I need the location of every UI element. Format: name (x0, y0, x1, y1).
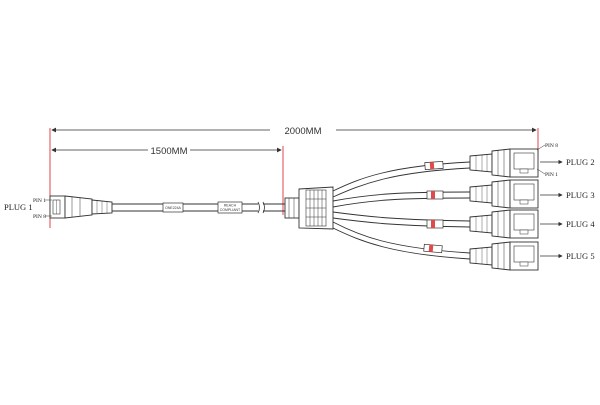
branch-cable-plug-4 (332, 211, 471, 229)
pin-1-leader-right (536, 168, 546, 175)
pin-8-leader-right (536, 144, 546, 151)
plug-3-label: PLUG 3 (566, 190, 595, 200)
marker-band-plug-3 (431, 191, 435, 199)
cable-tag-1: ONE224A (162, 202, 184, 213)
cable-break-left (257, 201, 260, 214)
branch-cable-plug-2 (332, 161, 471, 198)
plug-1-label: PLUG 1 (4, 202, 33, 212)
marker-band-plug-2 (429, 162, 435, 170)
marker-band-plug-4 (431, 220, 435, 228)
branch-cable-plug-5 (332, 221, 471, 260)
main-cable (112, 201, 285, 214)
plug-3-connector (469, 179, 539, 209)
cable-tag-2-line2: COMPLIANT (220, 208, 241, 212)
plug-5-label: PLUG 5 (566, 251, 595, 261)
dimension-breakout-label: 1500MM (151, 146, 188, 157)
dimension-breakout: 1500MM (51, 146, 284, 215)
pin-1-label-left: PIN 1 (33, 198, 46, 204)
cable-tag-2: REACH COMPLIANT (217, 201, 243, 214)
dimension-overall-label: 2000MM (285, 126, 322, 137)
plug-2-connector (469, 148, 539, 178)
plug-4-label: PLUG 4 (566, 219, 595, 229)
plug-1-connector (49, 195, 113, 219)
cable-tag-2-line1: REACH (224, 204, 237, 208)
plug-2-label: PLUG 2 (566, 157, 595, 167)
breakout-boot (284, 186, 334, 230)
marker-band-plug-5 (428, 244, 434, 252)
pin-1-label-right: PIN 1 (545, 172, 558, 178)
branch-cable-plug-3 (332, 190, 471, 208)
pin-8-label-right: PIN 8 (545, 143, 558, 149)
plug-4-connector (469, 209, 539, 239)
plug-5-connector (469, 241, 539, 271)
pin-8-label-left: PIN 8 (33, 214, 46, 220)
cable-tag-1-text: ONE224A (165, 206, 181, 210)
cable-break-right (262, 201, 265, 214)
